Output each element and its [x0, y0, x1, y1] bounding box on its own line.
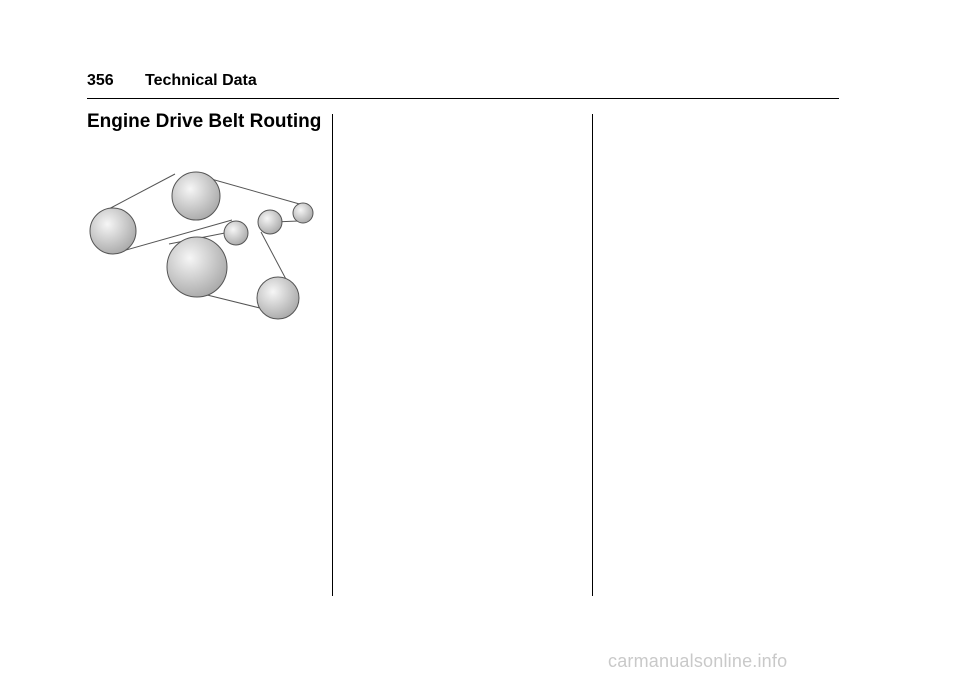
pulley-crank — [166, 236, 228, 298]
pulley-left — [89, 207, 137, 255]
watermark: carmanualsonline.info — [608, 651, 788, 671]
pulley-far-right — [292, 202, 314, 224]
pulley-small-idler — [223, 220, 249, 246]
section-heading: Engine Drive Belt Routing — [87, 111, 322, 132]
column-divider-left — [332, 114, 333, 596]
section-title: Technical Data — [145, 72, 257, 89]
pulley-bottom-right — [256, 276, 300, 320]
belt-routing-diagram — [89, 171, 314, 320]
column-divider-right — [592, 114, 593, 596]
header-rule — [87, 98, 839, 99]
pulley-right-small — [257, 209, 283, 235]
page-number: 356 — [87, 72, 114, 89]
pulley-top — [171, 171, 221, 221]
